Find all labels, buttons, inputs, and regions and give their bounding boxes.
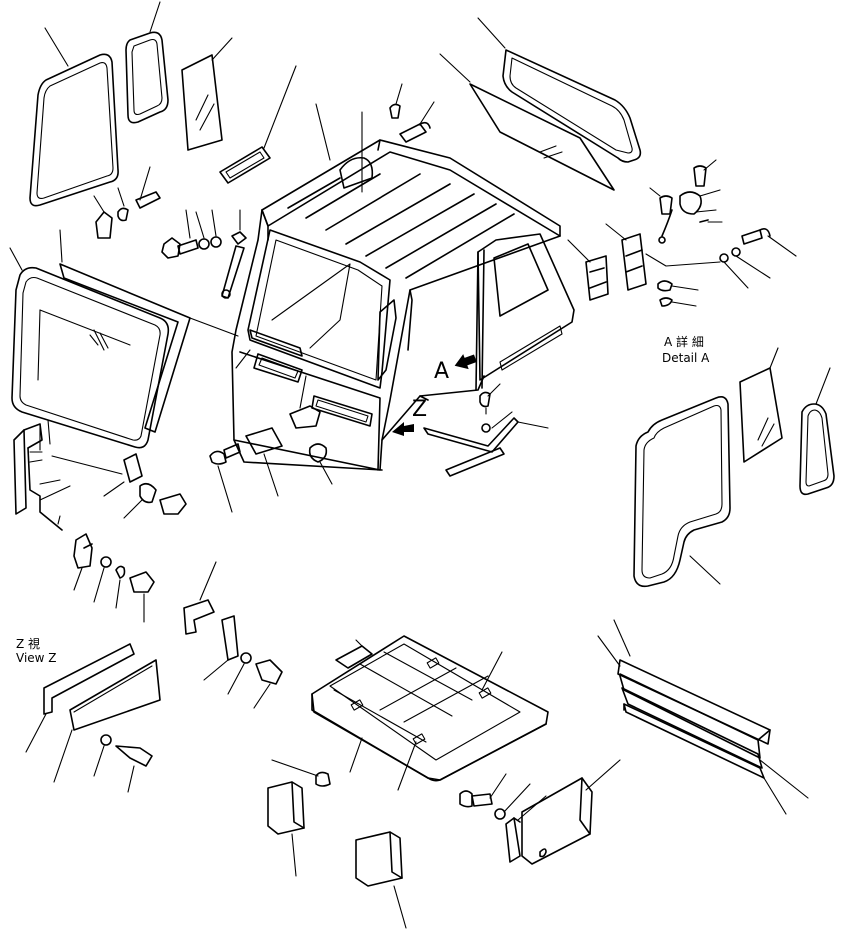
door-wiper-assembly: [423, 383, 549, 477]
side-window-glass-left: [59, 229, 239, 433]
marker-z-arrow: Z: [392, 397, 427, 436]
bracket-clip-top: [93, 166, 161, 239]
rear-window-seal-left: [29, 27, 119, 207]
view-z-jp-label: Z 視: [16, 636, 40, 651]
stay-rod: [221, 245, 245, 299]
roof-ribs: [287, 173, 515, 279]
floor-plate: [271, 635, 549, 791]
rear-window-seal-right: [477, 17, 642, 163]
bolt-washer-set-cab-left: [161, 209, 247, 259]
door-window-glass-right: [739, 347, 783, 463]
side-window-seal-left: [9, 247, 170, 449]
view-z-label: View Z: [16, 651, 57, 665]
side-strip-covers: [597, 619, 809, 815]
view-z-assembly: Z 視 View Z: [13, 419, 187, 665]
rubber-pad-left: [267, 781, 305, 877]
marker-a-label: A: [434, 359, 449, 384]
marker-z-label: Z: [412, 397, 427, 422]
floor-cover-plates-left: [25, 643, 161, 793]
marker-a-arrow: A: [434, 354, 477, 384]
rubber-pad-center: [355, 831, 407, 929]
cab-front-small-parts: [209, 375, 333, 513]
quarter-window-seal: [125, 1, 169, 124]
detail-a-jp-label: A 詳 細: [664, 334, 704, 349]
detail-a-assembly: A 詳 細 Detail A: [567, 159, 797, 365]
bolt-washer-set-lower-right: [459, 759, 621, 865]
cab-body: [231, 139, 575, 471]
quarter-window-glass: [181, 37, 233, 151]
small-seal-plate: [219, 65, 297, 184]
door-seal-large-right: [633, 396, 731, 588]
door-window-seal-small-right: [799, 367, 835, 496]
hatch-bolt: [315, 83, 435, 193]
cover-bracket-lower-left: [183, 561, 283, 709]
detail-a-label: Detail A: [662, 351, 710, 365]
rear-window-glass-right: [439, 53, 615, 191]
